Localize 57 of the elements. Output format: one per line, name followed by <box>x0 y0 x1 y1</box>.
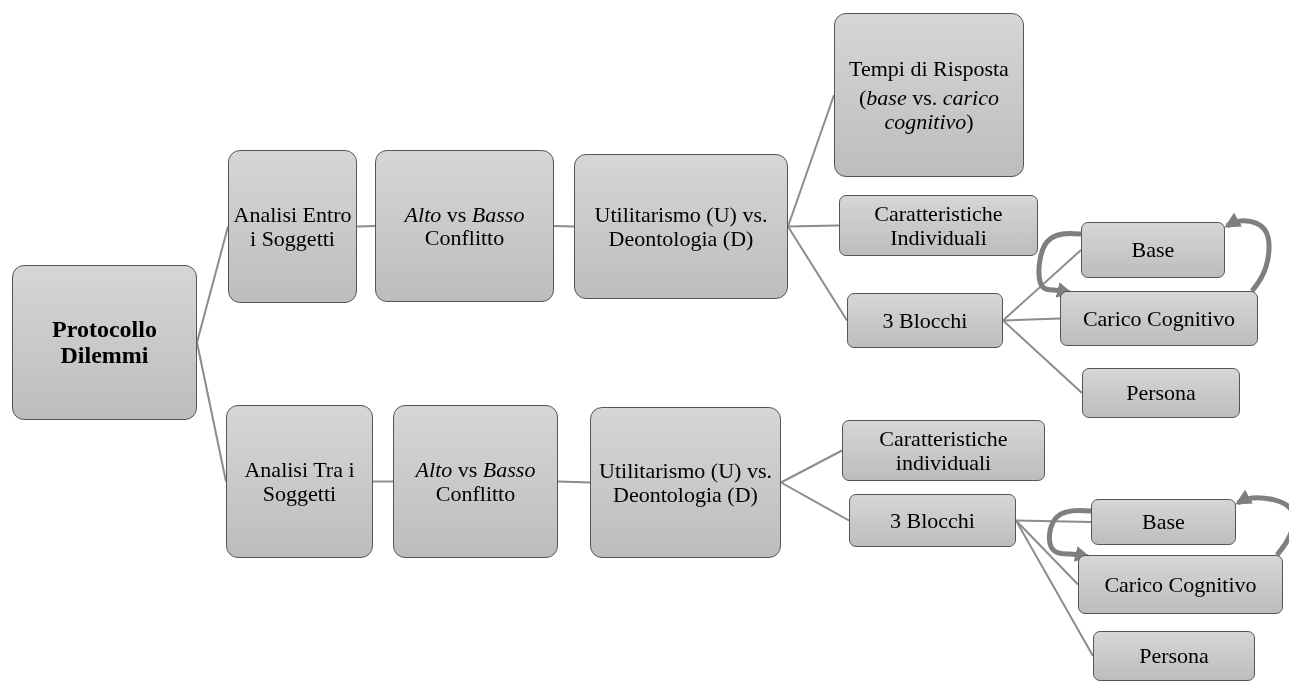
connector-line <box>1015 519 1092 523</box>
curved-arrow <box>1036 231 1082 298</box>
process-box <box>839 195 1038 256</box>
process-box <box>834 13 1024 177</box>
node-text: Caratteristiche individuali <box>878 427 1009 474</box>
process-box <box>849 494 1016 547</box>
process-box <box>375 150 554 302</box>
process-box <box>847 293 1003 348</box>
node-text: Carico Cognitivo <box>1104 572 1257 597</box>
node-text: Protocollo Dilemmi <box>51 317 158 368</box>
node-text: Utilitarismo (U) vs. Deontologia (D) <box>593 203 769 250</box>
curved-arrow <box>1235 489 1289 557</box>
connector-line <box>372 480 394 483</box>
node-text: Carico Cognitivo <box>1082 306 1236 331</box>
node-text: Base <box>1131 238 1175 262</box>
node-text: Caratteristiche Individuali <box>873 202 1004 249</box>
connector-line <box>1002 319 1083 394</box>
connector-line <box>196 341 227 483</box>
node-text: Alto vs Basso Conflitto <box>402 202 526 250</box>
connector-line <box>553 225 575 228</box>
connector-line <box>787 225 848 322</box>
connector-line <box>1002 249 1082 322</box>
process-box <box>228 150 357 303</box>
process-box <box>1078 555 1283 614</box>
node-text: Tempi di Risposta <box>849 57 1009 81</box>
connector-line <box>1015 519 1079 586</box>
connector-line <box>787 224 840 228</box>
node-text: Utilitarismo (U) vs. Deontologia (D) <box>598 459 773 506</box>
node-text: Persona <box>1139 644 1209 668</box>
process-box <box>12 265 197 420</box>
process-box <box>1082 368 1240 418</box>
node-text: 3 Blocchi <box>882 308 968 333</box>
process-box <box>574 154 788 299</box>
process-box <box>1093 631 1255 681</box>
connector-line <box>196 225 229 344</box>
connector-line <box>356 225 376 228</box>
connector-line <box>787 94 835 228</box>
curved-arrow <box>1224 212 1272 293</box>
node-text: Analisi Entro i Soggetti <box>233 203 352 250</box>
node-text: Analisi Tra i Soggetti <box>243 458 356 505</box>
node-text: Persona <box>1126 381 1196 405</box>
process-box <box>393 405 558 558</box>
process-box <box>1091 499 1236 545</box>
connector-line <box>780 449 843 484</box>
connector-line <box>780 481 850 522</box>
node-text: (base vs. carico cognitivo) <box>858 86 1000 133</box>
connector-line <box>1002 317 1061 322</box>
node-text: Alto vs Basso Conflitto <box>413 458 537 505</box>
process-box <box>842 420 1045 481</box>
process-box <box>1081 222 1225 278</box>
node-text: 3 Blocchi <box>890 508 975 533</box>
node-text: Base <box>1142 510 1185 534</box>
connector-line <box>557 480 591 484</box>
process-box <box>590 407 781 558</box>
process-box <box>226 405 373 558</box>
process-box <box>1060 291 1258 346</box>
curved-arrow <box>1046 508 1092 562</box>
